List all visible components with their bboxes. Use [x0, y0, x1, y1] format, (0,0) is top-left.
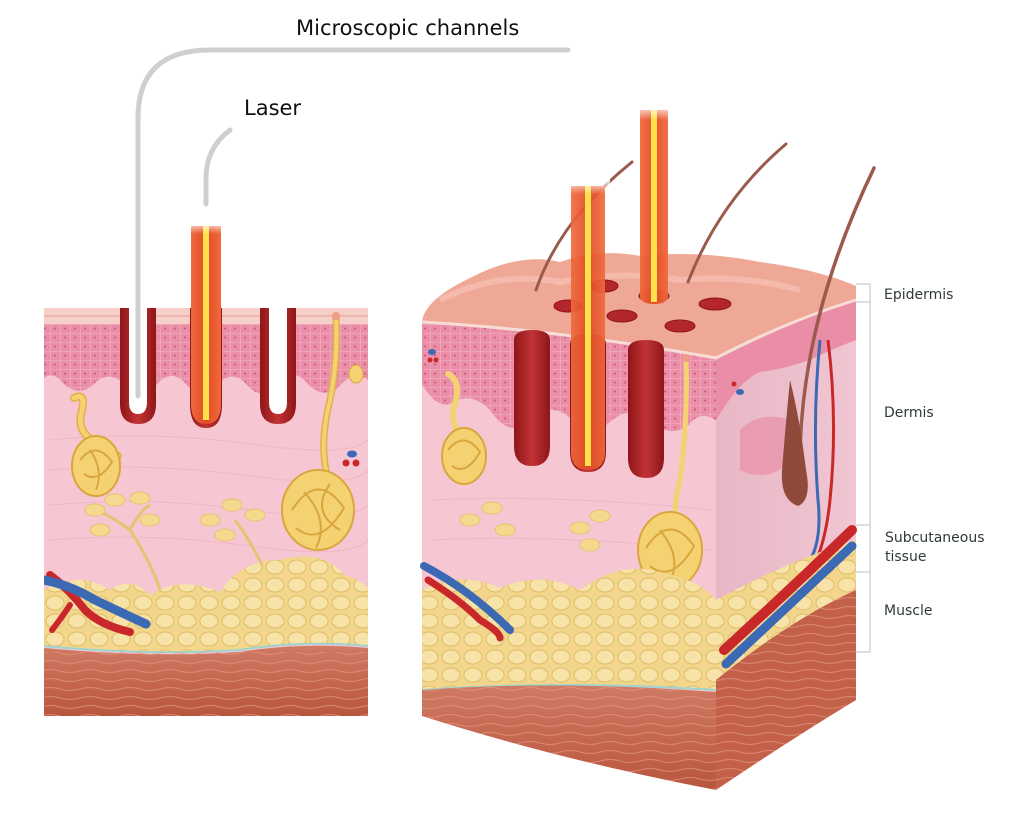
laser-beam-right-1	[566, 178, 610, 470]
gland-branch	[84, 491, 266, 591]
channels-label: Microscopic channels	[296, 16, 520, 40]
hair-follicle	[781, 380, 808, 506]
laser-label: Laser	[244, 96, 302, 120]
sweat-gland-coil	[441, 427, 487, 485]
subcutaneous-label-line1: Subcutaneous	[885, 530, 985, 546]
sweat-gland-coil	[71, 435, 121, 497]
gland-branch	[459, 501, 611, 552]
subcutaneous-fat	[422, 568, 716, 690]
channels-leader-line	[135, 47, 571, 399]
subcutaneous-label: Subcutaneous tissue	[885, 529, 985, 567]
dermis-label: Dermis	[884, 405, 934, 421]
muscle-label: Muscle	[884, 603, 933, 619]
laser-beam-right-2	[634, 104, 674, 304]
layer-bracket	[856, 283, 871, 653]
sweat-pore	[332, 312, 340, 320]
epidermis-label: Epidermis	[884, 287, 954, 303]
blood-vessels	[44, 571, 151, 636]
microscopic-channel	[260, 308, 296, 424]
subcutaneous-label-line2: tissue	[885, 549, 927, 565]
laser-beam-left	[186, 220, 226, 424]
microscopic-channel	[628, 340, 664, 478]
microscopic-channel	[514, 330, 550, 466]
laser-leader-line	[203, 127, 233, 207]
